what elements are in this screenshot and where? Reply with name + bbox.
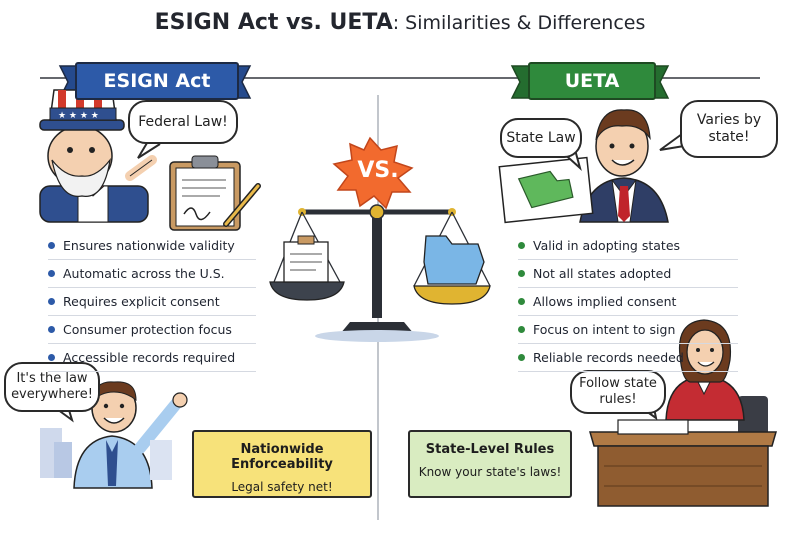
list-item: Focus on intent to sign [518, 316, 738, 344]
list-item: Automatic across the U.S. [48, 260, 256, 288]
bullet-icon [48, 242, 55, 249]
list-item: Reliable records needed [518, 344, 738, 372]
federal-law-bubble: Federal Law! [128, 100, 238, 144]
ueta-summary-subtitle: Know your state's laws! [418, 465, 562, 479]
ueta-presenter-illustration [498, 109, 669, 224]
uncle-sam-illustration: ★ ★ ★ ★ [39, 89, 157, 223]
bullet-icon [518, 270, 525, 277]
list-item: Allows implied consent [518, 288, 738, 316]
esign-features-list: Ensures nationwide validity Automatic ac… [48, 232, 256, 372]
list-item: Valid in adopting states [518, 232, 738, 260]
esign-summary-subtitle: Legal safety net! [231, 480, 333, 494]
right-presenter-illustration [589, 319, 777, 507]
law-everywhere-bubble: It's the law everywhere! [4, 362, 100, 412]
bullet-icon [48, 354, 55, 361]
varies-by-state-bubble: Varies by state! [680, 100, 778, 158]
title-subtitle: : Similarities & Differences [392, 12, 646, 34]
state-law-bubble: State Law [500, 118, 582, 158]
bullet-icon [48, 270, 55, 277]
esign-summary-title: Nationwide Enforceability [231, 442, 333, 472]
list-item: Ensures nationwide validity [48, 232, 256, 260]
ueta-summary-title: State-Level Rules [425, 442, 555, 457]
list-item: Not all states adopted [518, 260, 738, 288]
title-main: ESIGN Act vs. UETA [154, 10, 393, 35]
bullet-icon [48, 298, 55, 305]
vs-burst [332, 136, 414, 210]
list-item: Accessible records required [48, 344, 256, 372]
bullet-icon [48, 326, 55, 333]
bullet-icon [518, 326, 525, 333]
svg-text:★ ★ ★ ★: ★ ★ ★ ★ [58, 111, 99, 121]
ueta-features-list: Valid in adopting states Not all states … [518, 232, 738, 372]
bullet-icon [518, 354, 525, 361]
list-item: Requires explicit consent [48, 288, 256, 316]
ueta-summary-box: State-Level Rules Know your state's laws… [408, 430, 572, 498]
bullet-icon [518, 298, 525, 305]
list-item: Consumer protection focus [48, 316, 256, 344]
page-title: ESIGN Act vs. UETA: Similarities & Diffe… [0, 10, 800, 35]
clipboard-illustration [169, 155, 261, 231]
bullet-icon [518, 242, 525, 249]
left-presenter-illustration [40, 381, 188, 489]
esign-summary-box: Nationwide Enforceability Legal safety n… [192, 430, 372, 498]
balance-scale-illustration [269, 204, 491, 342]
esign-banner: ESIGN Act [75, 62, 239, 100]
vs-label: VS. [357, 158, 399, 183]
follow-state-rules-bubble: Follow state rules! [570, 370, 666, 414]
ueta-banner: UETA [528, 62, 656, 100]
